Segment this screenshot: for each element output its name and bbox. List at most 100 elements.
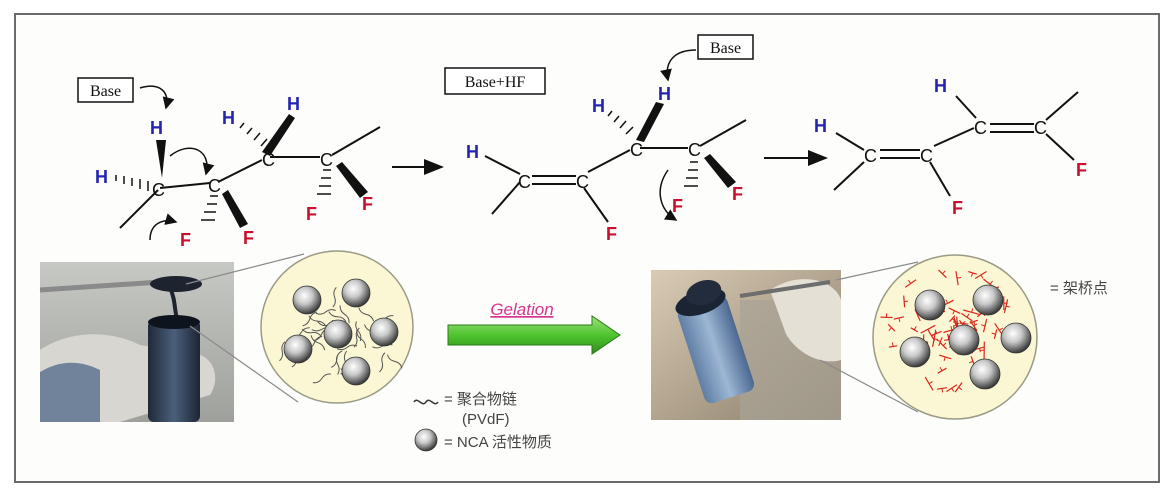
nca-particle bbox=[972, 284, 1004, 316]
crosslink-point bbox=[969, 360, 974, 364]
polymer-chain bbox=[301, 328, 322, 337]
gel-network-circle bbox=[872, 254, 1038, 420]
gelation-label: Gelation bbox=[490, 300, 553, 319]
atom-h: H bbox=[222, 108, 235, 128]
atom-f: F bbox=[1076, 160, 1087, 180]
crosslink-point bbox=[934, 338, 939, 340]
crosslink-point bbox=[942, 270, 946, 275]
polymer-chain bbox=[332, 286, 337, 308]
atom-c: C bbox=[576, 172, 589, 192]
crosslink-segment bbox=[961, 312, 973, 322]
atom-h: H bbox=[592, 96, 605, 116]
nca-particle bbox=[341, 278, 371, 308]
atom-c: C bbox=[518, 172, 531, 192]
curved-arrow-icon bbox=[660, 49, 697, 82]
crosslink-point bbox=[955, 322, 960, 325]
crosslink-point bbox=[957, 277, 962, 279]
nca-particle bbox=[899, 336, 931, 368]
crosslink-point bbox=[951, 387, 955, 392]
nca-particle bbox=[914, 289, 946, 321]
atom-f: F bbox=[672, 196, 683, 216]
atom-f: F bbox=[732, 184, 743, 204]
polymer-chain bbox=[386, 354, 403, 369]
dispersion-circle bbox=[260, 250, 414, 404]
crosslink-segment bbox=[888, 345, 898, 348]
crosslink-point bbox=[999, 327, 1003, 331]
crosslink-point bbox=[980, 274, 984, 279]
curved-arrow-icon bbox=[139, 85, 175, 110]
atom-f: F bbox=[180, 230, 191, 250]
crosslink-segment bbox=[939, 341, 948, 350]
dehydrofluorination-scheme: Base bbox=[77, 34, 1087, 250]
base-hf-label: Base+HF bbox=[465, 74, 526, 91]
gelation-arrow: Gelation bbox=[447, 300, 621, 355]
atom-c: C bbox=[1034, 118, 1047, 138]
atom-h: H bbox=[466, 142, 479, 162]
polymer-chain-icon bbox=[413, 399, 439, 405]
crosslink-segment bbox=[963, 309, 981, 316]
base-label-1: Base bbox=[90, 83, 121, 100]
zoom-line bbox=[185, 253, 305, 285]
legend-crosslink: = 架桥点 bbox=[1050, 280, 1108, 297]
atom-c: C bbox=[688, 140, 701, 160]
crosslink-point bbox=[898, 317, 901, 323]
atom-c: C bbox=[630, 140, 643, 160]
crosslink-point bbox=[891, 342, 894, 347]
atom-h: H bbox=[150, 118, 163, 138]
crosslink-point bbox=[950, 325, 953, 331]
legend: = 聚合物链 (PVdF) = NCA 活性物质 bbox=[413, 391, 552, 452]
zoom-line bbox=[189, 325, 299, 403]
atom-h: H bbox=[95, 167, 108, 187]
nca-particle bbox=[1000, 322, 1032, 354]
green-arrow-icon bbox=[447, 315, 621, 355]
crosslink-point bbox=[966, 313, 970, 318]
nca-particle bbox=[969, 358, 1001, 390]
crosslink-point bbox=[913, 326, 917, 331]
crosslink-point bbox=[888, 327, 892, 331]
polymer-chain bbox=[358, 307, 375, 322]
base-hf-box: Base+HF bbox=[444, 67, 546, 95]
base-label-2: Base bbox=[710, 40, 741, 57]
curved-arrow-icon bbox=[659, 169, 678, 221]
polymer-chain bbox=[339, 305, 350, 324]
atom-f: F bbox=[306, 204, 317, 224]
crosslink-point bbox=[928, 381, 933, 385]
atom-c: C bbox=[262, 150, 275, 170]
nca-particle bbox=[369, 317, 399, 347]
legend-nca: = NCA 活性物质 bbox=[444, 434, 552, 451]
atom-c: C bbox=[864, 146, 877, 166]
crosslink-segment bbox=[938, 337, 943, 347]
polymer-chain bbox=[353, 327, 360, 348]
atom-c: C bbox=[920, 146, 933, 166]
polymer-chain bbox=[315, 309, 336, 315]
atom-f: F bbox=[952, 198, 963, 218]
crosslink-point bbox=[934, 329, 938, 334]
polymer-chain bbox=[331, 350, 343, 368]
nca-particle bbox=[948, 324, 980, 356]
atom-h: H bbox=[287, 94, 300, 114]
nca-particle bbox=[323, 319, 353, 349]
zoom-line bbox=[819, 359, 919, 413]
atom-c: C bbox=[974, 118, 987, 138]
crosslink-point bbox=[980, 324, 986, 327]
nca-particle bbox=[341, 356, 371, 386]
crosslink-segment bbox=[946, 384, 958, 393]
crosslink-point bbox=[1005, 305, 1011, 308]
polymer-chain bbox=[356, 329, 366, 349]
atom-c: C bbox=[152, 180, 165, 200]
crosslink-point bbox=[973, 323, 978, 327]
atom-c: C bbox=[320, 150, 333, 170]
crosslink-point bbox=[942, 342, 947, 346]
crosslink-point bbox=[939, 366, 943, 371]
curved-arrow-icon bbox=[149, 213, 178, 241]
photo-slurry-after bbox=[651, 270, 841, 420]
legend-pvdf: (PVdF) bbox=[462, 411, 510, 428]
zoom-line bbox=[835, 261, 919, 281]
crosslink-point bbox=[989, 280, 993, 285]
molecule-2: H C C C C H H F F F bbox=[466, 84, 747, 244]
crosslink-point bbox=[947, 335, 950, 340]
crosslink-point bbox=[936, 339, 941, 343]
crosslink-point bbox=[927, 328, 931, 334]
